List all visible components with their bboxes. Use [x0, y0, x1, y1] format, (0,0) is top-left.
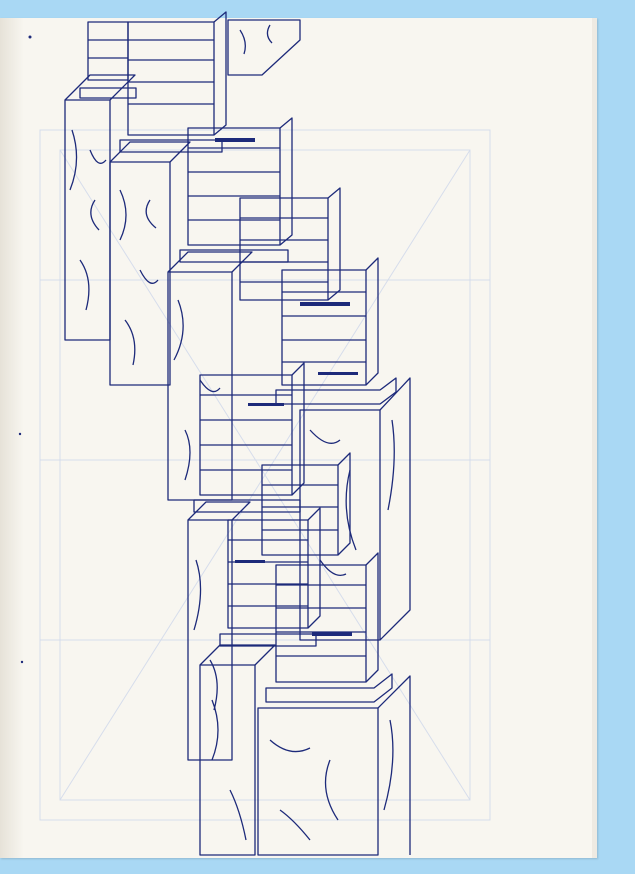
bookshelf-6 [193, 362, 305, 513]
ink-accents [18, 35, 358, 664]
bookshelf-2 [119, 11, 227, 153]
plinth-bottom-left [199, 644, 276, 856]
plinth-left-2 [109, 141, 191, 386]
bookshelf-8 [219, 507, 321, 647]
plinth-right-1 [299, 377, 411, 641]
paper-edge [592, 18, 597, 858]
plinth-bottom-right [257, 675, 411, 856]
drawing-lines [64, 11, 411, 856]
bookshelf-1 [79, 21, 137, 99]
plinth-left-4 [187, 501, 251, 761]
bookshelf-9 [265, 552, 393, 703]
bookshelf-4 [239, 187, 341, 301]
plinth-top-right [227, 19, 301, 76]
paper-gutter [0, 18, 24, 858]
faint-show-through [39, 129, 491, 821]
plinth-left-1 [64, 74, 136, 341]
bookshelf-5 [275, 257, 397, 405]
bookshelf-7 [261, 452, 351, 556]
paper-sheet [0, 18, 597, 858]
